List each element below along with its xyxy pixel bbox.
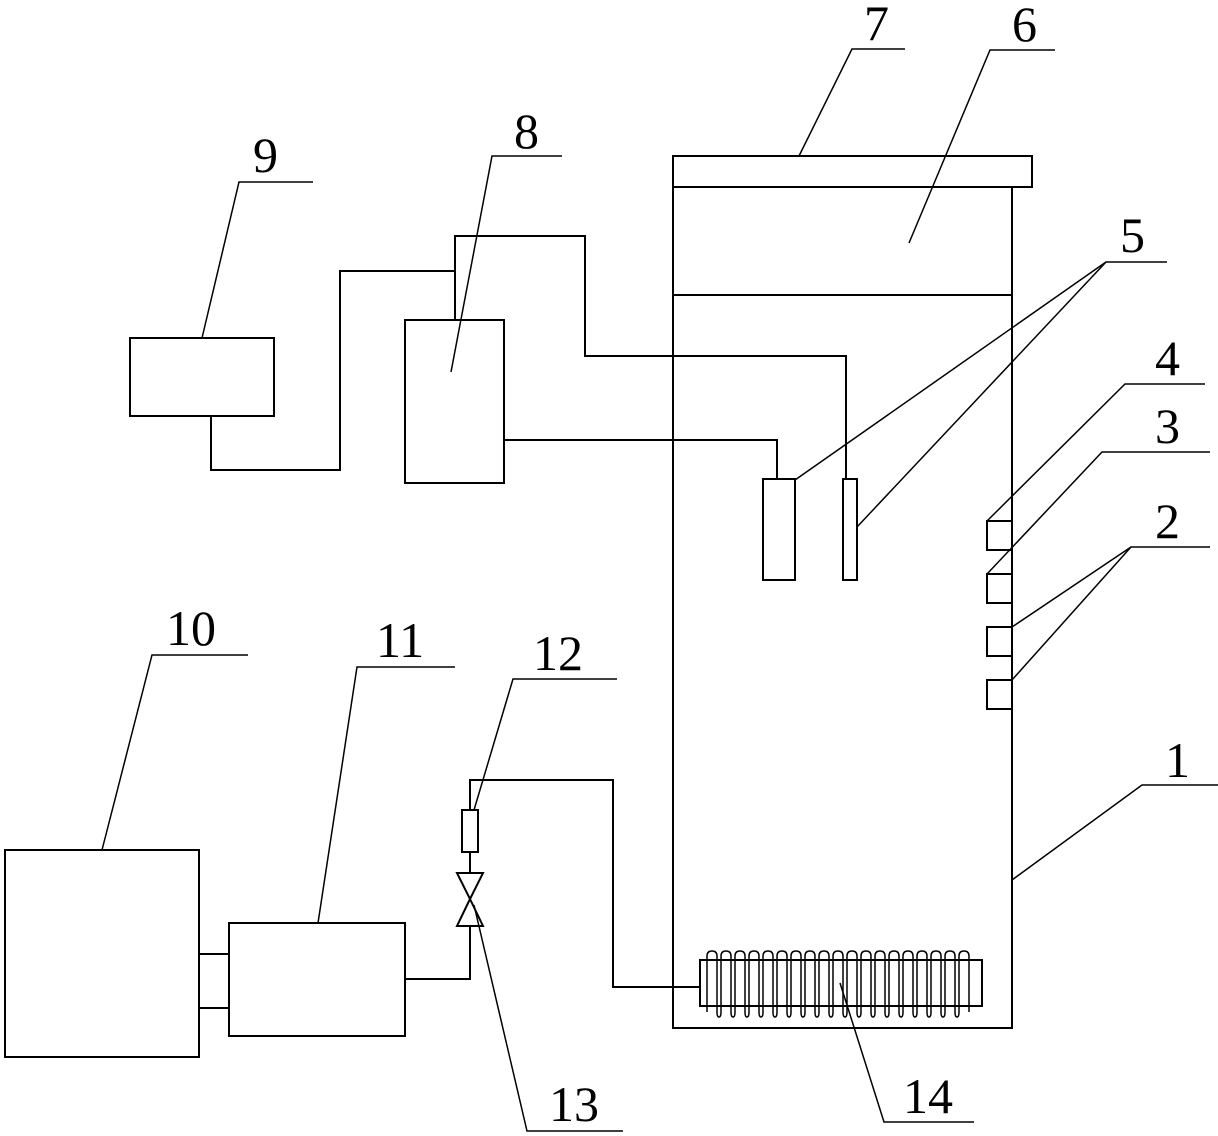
pipe-12-to-coil xyxy=(469,779,702,988)
leader-7 xyxy=(798,48,905,157)
device-11-box xyxy=(228,922,406,1037)
heating-coil-tube xyxy=(706,950,970,1018)
label-11: 11 xyxy=(376,612,424,668)
leader-5b xyxy=(856,261,1107,528)
probe-left xyxy=(762,478,796,581)
leader-6 xyxy=(908,49,1055,244)
pipe-11-to-valve xyxy=(405,926,471,980)
device-10-box xyxy=(4,849,200,1058)
label-7: 7 xyxy=(864,0,889,51)
heating-coil-frame xyxy=(699,959,983,1007)
leader-10 xyxy=(101,654,248,851)
side-port-3 xyxy=(986,573,1013,604)
leader-4 xyxy=(986,383,1205,522)
label-3: 3 xyxy=(1155,398,1180,454)
label-4: 4 xyxy=(1155,330,1180,386)
leader-2 xyxy=(1011,546,1210,628)
leader-13 xyxy=(473,904,623,1132)
label-13: 13 xyxy=(549,1076,599,1132)
tank-lid xyxy=(672,155,1033,188)
label-6: 6 xyxy=(1012,0,1037,52)
label-2: 2 xyxy=(1155,493,1180,549)
label-14: 14 xyxy=(903,1068,953,1124)
leader-3 xyxy=(986,451,1210,575)
leader-lines xyxy=(101,48,1218,1132)
device-8-box xyxy=(404,319,505,484)
side-port-4 xyxy=(986,520,1013,551)
leader-2b xyxy=(1011,546,1132,681)
leader-1 xyxy=(1011,784,1218,881)
main-tank xyxy=(672,185,1013,1029)
label-10: 10 xyxy=(166,600,216,656)
leader-11 xyxy=(317,666,455,924)
side-port-2b xyxy=(986,679,1013,710)
leader-9 xyxy=(201,181,313,339)
heating-coil xyxy=(706,950,970,1018)
leader-14 xyxy=(839,982,974,1123)
label-1: 1 xyxy=(1165,732,1190,788)
side-port-2a xyxy=(986,626,1013,657)
label-12: 12 xyxy=(533,625,583,681)
leader-12 xyxy=(473,678,617,811)
valve-13 xyxy=(455,872,485,927)
leader-8 xyxy=(450,155,562,373)
wire-9-to-8 xyxy=(210,270,456,471)
label-9: 9 xyxy=(253,127,278,183)
component-12 xyxy=(461,809,479,853)
label-5: 5 xyxy=(1120,207,1145,263)
wire-8-to-probe-right xyxy=(454,235,847,479)
probe-right xyxy=(842,478,858,581)
label-8: 8 xyxy=(514,103,539,159)
device-9-box xyxy=(129,337,275,417)
wire-8-to-probe-left xyxy=(504,439,778,479)
